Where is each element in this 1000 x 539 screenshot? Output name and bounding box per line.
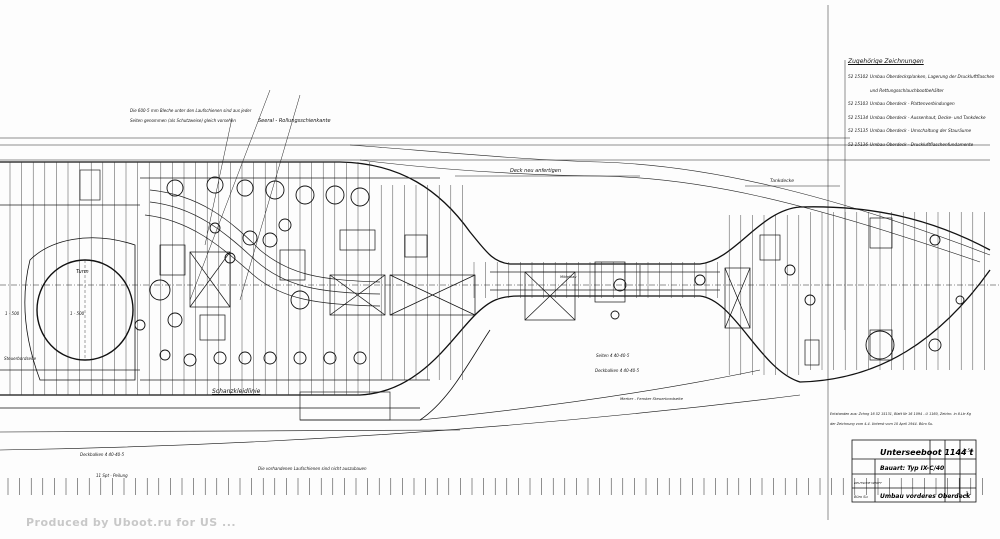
- origin-note-1: Entstanden aus: Zchng 16 52 15131, Blatt…: [830, 412, 972, 416]
- hatch-circle: [295, 185, 315, 205]
- equipment-boxes: [159, 217, 893, 366]
- hatch-circle: [236, 179, 254, 197]
- drawing-ref-text: Umbau Oberdeck - Plattenverbindungen: [870, 101, 955, 106]
- drawing-ref: [848, 84, 870, 98]
- top-left-note-2: Seiten genommen (als Schutzweise) gleich…: [130, 118, 236, 123]
- hatch-circle: [149, 279, 171, 301]
- top-left-note-1: Die 600-5 mm Bleche unter den Laufschien…: [130, 108, 252, 113]
- drawing-ref-text: Umbau Oberdecksplanken, Lagerung der Dru…: [870, 74, 995, 79]
- hatch-circle: [134, 319, 146, 331]
- hatch-circle: [613, 278, 627, 292]
- hatch-circle: [183, 353, 197, 367]
- frame-number-scale: [7, 478, 983, 495]
- origin-note-2: der Zeichnung vom 4.4. Unterst vom 10 Ap…: [830, 422, 933, 426]
- hatch-circle: [955, 295, 965, 305]
- under-rail-note: Die vorhandenen Laufschienen sind nicht …: [258, 466, 367, 471]
- hatch-circle: [213, 351, 227, 365]
- reference-lines: [0, 5, 1000, 520]
- longitudinal-lines: [0, 169, 720, 421]
- hatch-circle: [784, 264, 796, 276]
- scale-left-1: 1 - 500: [5, 311, 20, 316]
- hatch-circle: [263, 351, 277, 365]
- watermark: Produced by Uboot.ru for US ...: [26, 516, 237, 529]
- title-block-title: Unterseeboot 1144 t: [880, 448, 974, 457]
- title-block-scale: 1:50: [963, 448, 973, 454]
- drawing-ref: 52 15102: [848, 74, 868, 79]
- drawing-ref-text: und Rettungsschlauchbootbehälter: [870, 87, 944, 93]
- right-side-label: Merker - Fenster Steuerbordseite: [620, 396, 684, 401]
- drawing-ref-text: Umbau Oberdeck - Aussenhaut, Decke- und …: [870, 114, 986, 120]
- conning-tower: [24, 237, 136, 381]
- hatch-circle: [929, 234, 941, 246]
- hatch-circle: [325, 185, 345, 205]
- hatch-circle: [167, 312, 183, 328]
- hatch-circle: [353, 351, 367, 365]
- hatch-circle: [350, 187, 370, 207]
- title-block-description: Umbau vorderes Oberdeck: [880, 493, 971, 500]
- hatch-circle: [928, 338, 942, 352]
- hatch-circle: [865, 330, 895, 360]
- starboard-label: Steuerbordseite: [4, 356, 37, 361]
- hatch-circle: [242, 230, 258, 246]
- turm-label: Turm: [76, 269, 89, 275]
- scale-left-2: 1 - 500: [70, 311, 85, 316]
- deck-beam-right: Deckbalken 4 40-40-5: [595, 368, 640, 373]
- hatch-circle: [224, 252, 236, 264]
- hull-outline: [0, 161, 991, 451]
- tank-label: Tankdecke: [770, 178, 794, 184]
- drawing-ref-text: Umbau Oberdeck - Druckluftflaschenfundam…: [870, 141, 974, 147]
- hatch-circle: [694, 274, 706, 286]
- drawing-ref: 52 15135: [848, 128, 868, 133]
- title-block: [851, 439, 977, 503]
- hatch-circle: [166, 179, 184, 197]
- hatch-circle: [265, 180, 285, 200]
- hatch-circle: [323, 351, 337, 365]
- hatch-circle: [206, 176, 224, 194]
- related-drawing-row: und Rettungsschlauchbootbehälter: [848, 84, 998, 98]
- title-block-office: Büro Su: [854, 495, 869, 499]
- side-label: Seiten 4 40-40-5: [596, 353, 630, 358]
- hatch-circle: [290, 290, 310, 310]
- keel-label: Schanzkleidlinie: [212, 388, 261, 395]
- deck-label: Deck neu anfertigen: [510, 168, 561, 174]
- hatch-circle: [278, 218, 292, 232]
- title-block-firm: DEUTSCHE WERFT: [854, 481, 883, 485]
- hatch-circle: [238, 351, 252, 365]
- hatch-circle: [610, 310, 620, 320]
- hatch-circle: [262, 232, 278, 248]
- mid-label: Mittelbau: [560, 275, 577, 279]
- drawing-ref: 52 15136: [848, 141, 868, 147]
- title-block-subtitle: Bauart: Typ IX-C/40: [880, 465, 944, 472]
- bottom-left-label: 11 Spt - Peilung: [96, 473, 128, 478]
- hatch-circle: [209, 222, 221, 234]
- drawing-ref: 52 15134: [848, 114, 868, 120]
- hatch-circle: [293, 351, 307, 365]
- frame-lines: [9, 162, 985, 395]
- drawing-ref: 52 15103: [848, 101, 868, 106]
- hatch-circle: [804, 294, 816, 306]
- rail-label: Seeral - Rollungsschienkante: [258, 118, 331, 124]
- deck-hatches: [134, 176, 965, 367]
- deck-beam-left: Deckbalken 4 40-40-5: [80, 452, 125, 457]
- hatch-circle: [159, 349, 171, 361]
- title-block-sheet: 1: [965, 491, 969, 498]
- drawing-ref-text: Umbau Oberdeck - Umschaltung der Stauräu…: [870, 128, 972, 133]
- related-drawings-heading: Zugehörige Zeichnungen: [848, 58, 924, 65]
